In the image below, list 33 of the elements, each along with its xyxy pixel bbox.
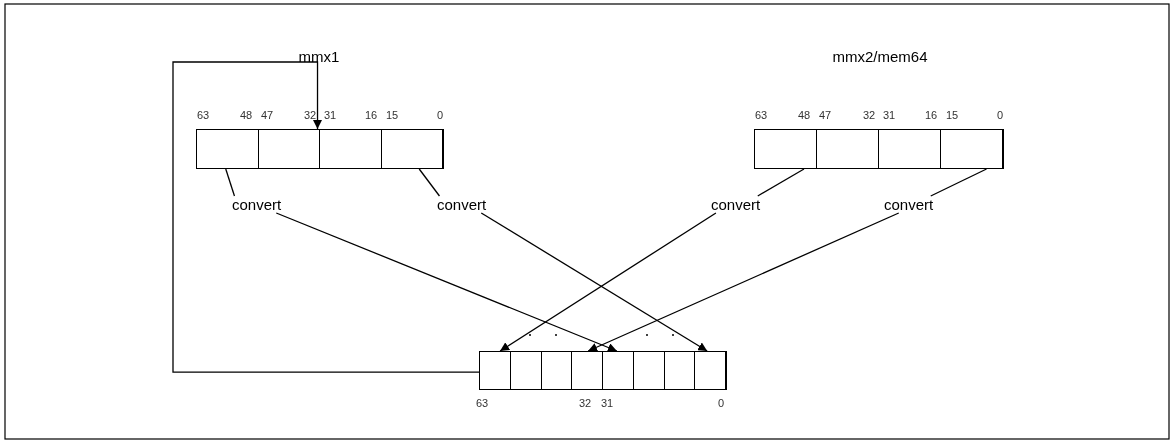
bit-number: 47 [261, 109, 274, 121]
operation-label: convert [711, 196, 761, 213]
operation-label: convert [232, 196, 282, 213]
operation-label: convert [884, 196, 934, 213]
connector-line [225, 168, 236, 197]
bit-number: 16 [365, 109, 378, 121]
connector-line [418, 168, 441, 197]
bit-number: 0 [718, 397, 725, 409]
bit-number: 63 [197, 109, 210, 121]
bit-number: 15 [386, 109, 399, 121]
bit-number: 15 [946, 109, 959, 121]
bit-number: 16 [925, 109, 938, 121]
connector-line [930, 168, 988, 197]
register-name: mmx2/mem64 [832, 48, 928, 65]
bit-number: 0 [437, 109, 444, 121]
bit-number: 32 [304, 109, 317, 121]
bit-number: 32 [863, 109, 876, 121]
arrow [587, 212, 900, 352]
bit-number: 31 [883, 109, 896, 121]
bit-number: 32 [579, 397, 592, 409]
bit-number: 48 [798, 109, 811, 121]
bit-number: 48 [240, 109, 253, 121]
bit-number: 31 [601, 397, 614, 409]
register-name: mmx1 [298, 48, 340, 65]
bit-number: 63 [755, 109, 768, 121]
bit-number: 31 [324, 109, 337, 121]
operation-label: convert [437, 196, 487, 213]
bit-number: 63 [476, 397, 489, 409]
bit-number: 47 [819, 109, 832, 121]
connector-line [757, 168, 805, 197]
arrow [172, 61, 480, 373]
arrow [275, 212, 618, 352]
bit-number: 0 [997, 109, 1004, 121]
